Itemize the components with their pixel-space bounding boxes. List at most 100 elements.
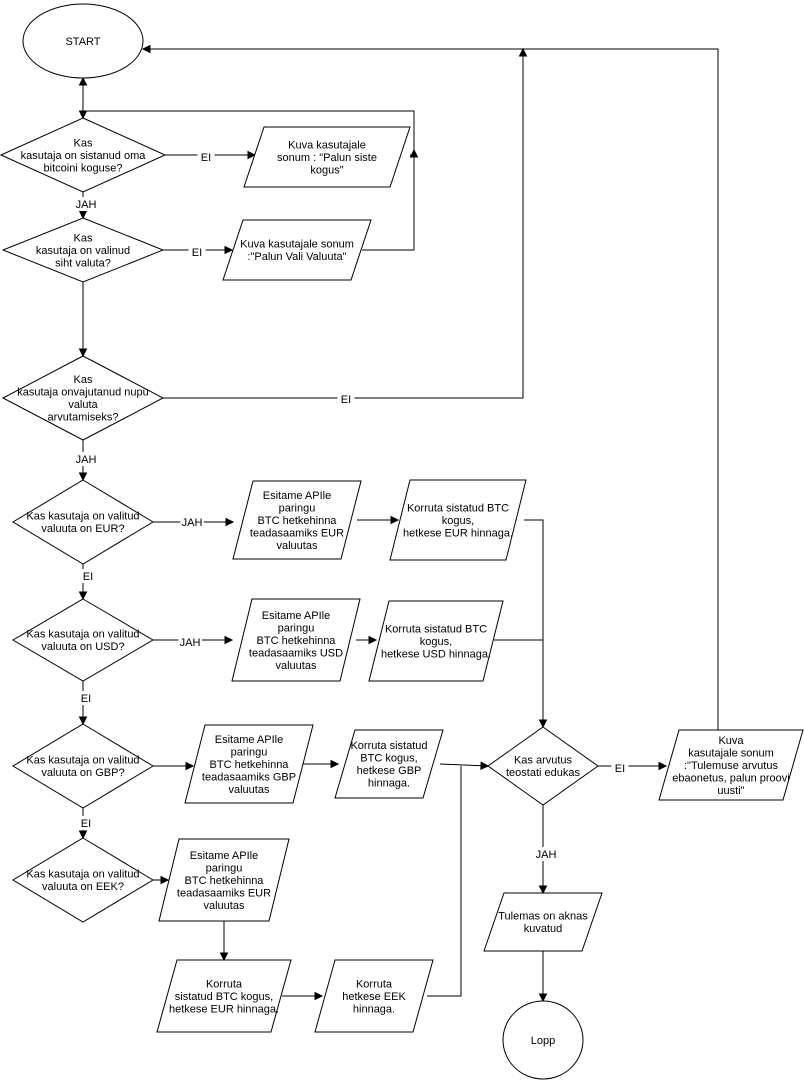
node-msg-error-shape	[658, 729, 804, 801]
edge-result-to-end-arrowhead	[538, 993, 548, 1003]
edge-label-q-usd-yes: JAH	[178, 635, 202, 649]
node-mul-eek1-label-line: Korruta	[206, 978, 243, 990]
node-msg-amount-label-line: sonum : "Palun siste	[277, 152, 377, 164]
node-mul-eur-label-line: kogus,	[442, 515, 474, 527]
node-api-eur-shape	[232, 480, 362, 560]
node-q-usd-shape	[12, 598, 154, 682]
edge-q-target-to-q-button-arrowhead	[78, 348, 88, 358]
edge-label-q-success-no-text: EI	[615, 763, 625, 775]
node-q-success-label-line: Kas arvutus	[514, 755, 573, 767]
node-q-gbp-label-line: valuuta on GBP?	[41, 767, 124, 779]
node-q-gbp-label-line: Kas kasutaja on valitud	[26, 755, 139, 767]
node-q-amount-shape	[0, 117, 167, 193]
node-q-success-shape	[487, 726, 599, 806]
edge-api-gbp-to-mul-gbp-arrowhead	[330, 759, 340, 769]
node-msg-target-shape	[222, 219, 372, 281]
edge-msg-target-loop	[362, 150, 415, 251]
node-end-label: Lopp	[531, 1035, 555, 1047]
edge-label-q-usd-no-bg	[77, 691, 95, 705]
node-q-usd-label-line: Kas kasutaja on valitud	[26, 629, 139, 641]
edge-msg-error-to-start-arrowhead	[141, 44, 151, 54]
edge-api-eur-to-mul-eur-arrowhead	[390, 515, 400, 525]
edge-q-success-no-arrowhead	[658, 761, 668, 771]
node-msg-target-label-line: Kuva kasutajale sonum	[240, 239, 354, 251]
node-q-target-label-line: kasutaja on valinud	[36, 245, 130, 257]
edge-mul-eek1-to-mul-eek2-arrowhead	[314, 991, 324, 1001]
node-mul-gbp-label-line: hetkese GBP	[357, 765, 422, 777]
node-q-amount-label-line: Kas	[74, 137, 93, 149]
node-api-eek-label-line: valuutas	[204, 900, 245, 912]
edge-mul-gbp-to-q-success	[439, 763, 489, 767]
node-start-label: START	[65, 36, 100, 48]
node-mul-usd-label-line: kogus,	[420, 636, 452, 648]
node-mul-eek1-label-line: hetkese EUR hinnaga.	[169, 1003, 279, 1015]
node-mul-gbp-label-line: hinnaga.	[368, 778, 410, 790]
node-q-eur-label-line: Kas kasutaja on valitud	[26, 511, 139, 523]
node-result-label-line: Tulemas on aknas	[498, 911, 588, 923]
edge-msg-target-loop-arrowhead	[409, 148, 419, 158]
node-msg-amount-label-line: Kuva kasutajale	[288, 139, 366, 151]
node-api-gbp-label-line: valuutas	[229, 784, 270, 796]
edge-label-q-amount-yes: JAH	[74, 197, 98, 211]
node-q-eek-shape	[12, 837, 154, 923]
edge-label-q-success-no: EI	[611, 761, 629, 775]
node-q-eur-shape	[12, 479, 154, 565]
edge-q-gbp-no-arrowhead	[78, 830, 88, 840]
edge-mul-eur-to-q-success-arrowhead	[538, 719, 548, 729]
node-result-label-line: kuvatud	[524, 923, 563, 935]
edge-label-q-button-no-text: EI	[341, 394, 351, 406]
edge-q-button-no-arrowhead	[518, 47, 528, 57]
node-q-button-label-line: valuta	[68, 399, 98, 411]
node-end-label-line: Lopp	[531, 1035, 555, 1047]
node-q-button-label-line: Kas	[74, 374, 93, 386]
node-q-success-label-line: teostati edukas	[506, 767, 580, 779]
node-api-gbp-label-line: Esitame APIle	[215, 734, 283, 746]
node-mul-eek2-label-line: hinnaga.	[353, 1003, 395, 1015]
edge-api-usd-to-mul-usd-arrowhead	[368, 635, 378, 645]
node-mul-eek2-shape	[314, 959, 434, 1033]
node-msg-error-label-line: kasutajale sonum	[688, 747, 774, 759]
node-end: Lopp	[502, 1000, 584, 1080]
node-msg-error-label-line: ebaonetus, palun proovi	[672, 772, 789, 784]
node-api-eur-label-line: Esitame APIle	[263, 490, 331, 502]
edge-label-q-success-yes-bg	[534, 847, 558, 861]
node-mul-eek2-label-line: hetkese EEK	[342, 991, 406, 1003]
node-q-eek-label-line: Kas kasutaja on valitud	[26, 869, 139, 881]
edge-label-q-eur-no: EI	[79, 569, 97, 583]
node-q-target-label-line: siht valuta?	[55, 257, 111, 269]
edge-label-q-button-yes-text: JAH	[76, 454, 97, 466]
node-mul-eur-label-line: Korruta sistatud BTC	[407, 502, 509, 514]
node-api-usd-shape	[231, 598, 361, 682]
edge-label-q-gbp-no-bg	[77, 816, 95, 830]
edge-q-eek-to-api-eek-arrowhead	[160, 875, 170, 885]
node-api-eur-label-line: valuutas	[277, 540, 318, 552]
edge-label-q-usd-yes-text: JAH	[180, 637, 201, 649]
edge-label-q-eur-no-text: EI	[83, 571, 93, 583]
node-api-usd-label-line: valuutas	[276, 660, 317, 672]
node-start-label-line: START	[65, 36, 100, 48]
node-q-button-label-line: arvutamiseks?	[48, 412, 119, 424]
node-q-amount-label-line: kasutaja on sistanud oma	[21, 150, 147, 162]
node-mul-eur-shape	[389, 479, 527, 561]
